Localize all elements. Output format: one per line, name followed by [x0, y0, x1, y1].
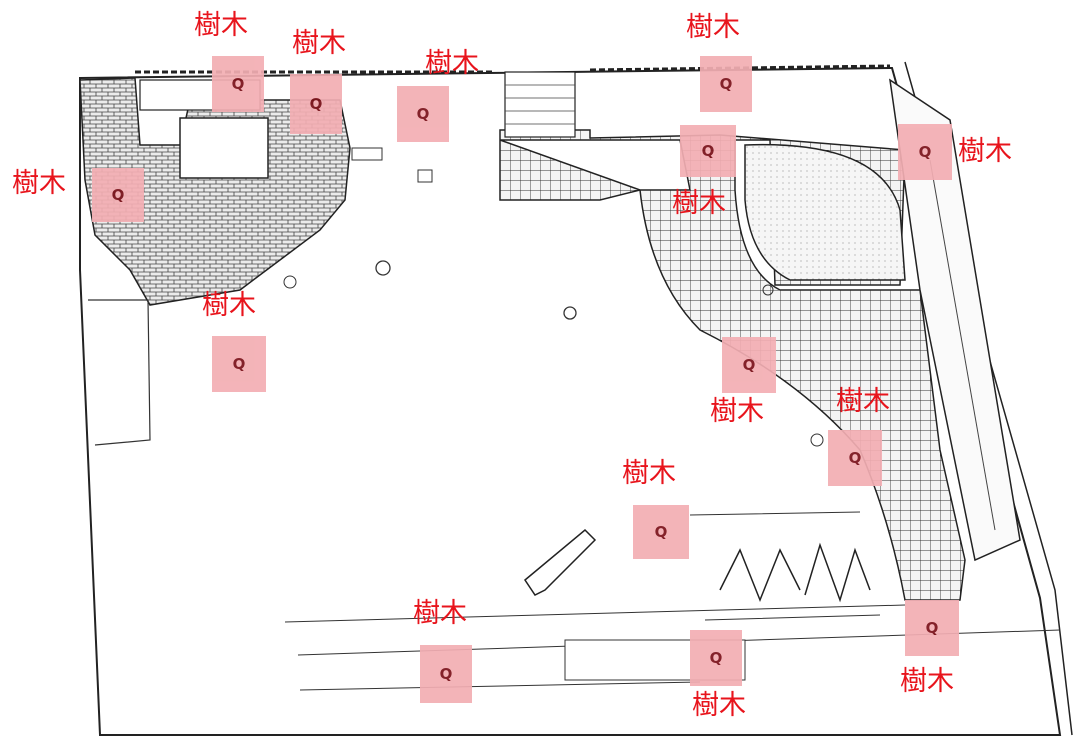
road-line-1 [284, 604, 906, 623]
tree-label: 樹木 [900, 666, 954, 697]
tree-symbol-icon: Q [111, 186, 125, 204]
tree-marker: Q [290, 74, 342, 134]
north-fence [135, 64, 891, 74]
tree-marker: Q [420, 645, 472, 703]
tree-marker: Q [397, 86, 449, 142]
tree-marker: Q [905, 600, 959, 656]
tree-label: 樹木 [425, 48, 479, 79]
tree-label: 樹木 [622, 458, 676, 489]
brick-paving-northwest [79, 77, 351, 306]
tree-symbol-icon: Q [925, 619, 939, 637]
tree-marker: Q [92, 168, 144, 222]
tree-marker: Q [680, 125, 736, 177]
tree-label: 樹木 [202, 290, 256, 321]
tree-marker: Q [722, 337, 776, 393]
tree-symbol-icon: Q [232, 355, 246, 373]
tree-symbol-icon: Q [709, 649, 723, 667]
tree-symbol-icon: Q [701, 142, 715, 160]
tree-symbol-icon: Q [918, 143, 932, 161]
swing-equipment [719, 542, 871, 603]
stairs [504, 71, 576, 138]
slide-equipment [524, 528, 597, 596]
east-planting-strip [889, 78, 1021, 562]
lawn-area [744, 143, 906, 281]
tree-label: 樹木 [292, 28, 346, 59]
tree-symbol-icon: Q [231, 75, 245, 93]
west-strip [88, 299, 151, 446]
tree-label: 樹木 [836, 386, 890, 417]
road-line-3 [299, 681, 701, 691]
tree-label: 樹木 [194, 10, 248, 41]
tree-marker: Q [690, 630, 742, 686]
tree-label: 樹木 [958, 136, 1012, 167]
tree-marker: Q [212, 336, 266, 392]
tree-label: 樹木 [672, 188, 726, 219]
tree-label: 樹木 [710, 396, 764, 427]
tree-marker: Q [828, 430, 882, 486]
tree-symbol-icon: Q [654, 523, 668, 541]
tree-marker: Q [898, 124, 952, 180]
tree-symbol-icon: Q [719, 75, 733, 93]
tree-label: 樹木 [686, 12, 740, 43]
east-strip-inner-line [929, 159, 996, 531]
tree-symbol-icon: Q [848, 449, 862, 467]
tree-label: 樹木 [413, 598, 467, 629]
tree-marker: Q [633, 505, 689, 559]
tree-marker: Q [212, 56, 264, 112]
building-block [179, 117, 269, 179]
tree-symbol-icon: Q [416, 105, 430, 123]
tree-symbol-icon: Q [309, 95, 323, 113]
tree-label: 樹木 [12, 168, 66, 199]
tree-label: 樹木 [692, 690, 746, 721]
tree-symbol-icon: Q [742, 356, 756, 374]
tree-marker: Q [700, 56, 752, 112]
tree-symbol-icon: Q [439, 665, 453, 683]
